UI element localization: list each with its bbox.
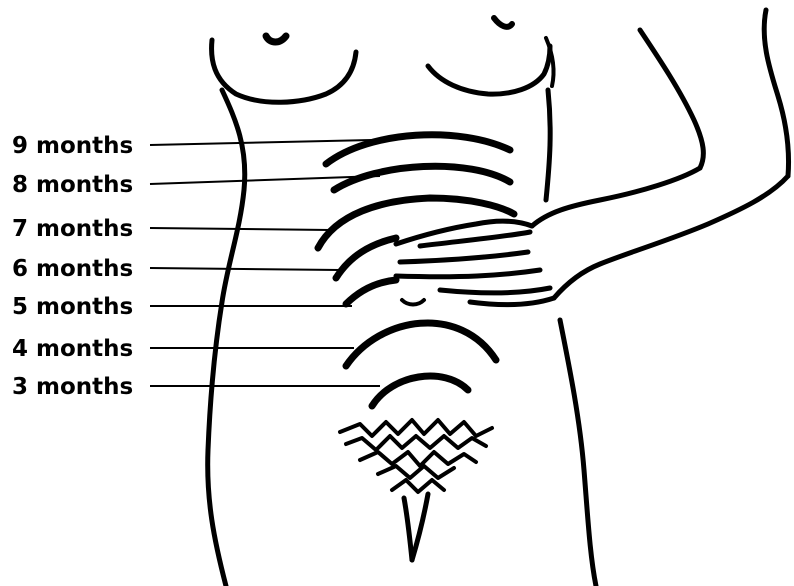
label-4-months: 4 months (12, 336, 133, 362)
hand-finger-4 (440, 288, 550, 293)
right-nipple (494, 18, 512, 27)
label-7-months: 7 months (12, 216, 133, 242)
left-torso-side (208, 90, 245, 586)
hand-palm-edge (470, 298, 554, 305)
vulva-line (404, 498, 412, 560)
month-labels: 9 months 8 months 7 months 6 months 5 months… (12, 133, 380, 400)
right-upper-arm-outer (764, 10, 788, 176)
left-nipple (266, 36, 286, 42)
leader-line-6-months (150, 268, 340, 270)
arc-5-months (346, 280, 396, 304)
right-forearm-upper (532, 168, 700, 226)
left-breast (212, 40, 356, 102)
pubic-hair (340, 420, 492, 492)
navel (402, 300, 424, 305)
label-5-months: 5 months (12, 294, 133, 320)
hand-finger-2 (400, 252, 528, 262)
arc-6-months (336, 238, 396, 278)
body-outline (208, 10, 789, 586)
fundal-height-arcs (318, 135, 514, 406)
label-8-months: 8 months (12, 172, 133, 198)
right-torso-side-upper (546, 90, 550, 200)
label-3-months: 3 months (12, 374, 133, 400)
label-6-months: 6 months (12, 256, 133, 282)
arc-3-months (372, 376, 468, 406)
label-9-months: 9 months (12, 133, 133, 159)
leader-line-9-months (150, 140, 372, 145)
arc-4-months (346, 323, 496, 366)
vulva-line-right (412, 494, 428, 560)
right-forearm-lower (554, 176, 788, 298)
leader-line-7-months (150, 228, 330, 230)
right-breast (428, 46, 550, 94)
arc-8-months (334, 166, 510, 190)
right-upper-arm-inner (640, 30, 703, 168)
hand-finger-3 (396, 270, 540, 277)
arc-9-months (326, 135, 510, 164)
right-torso-side-lower (560, 320, 596, 586)
